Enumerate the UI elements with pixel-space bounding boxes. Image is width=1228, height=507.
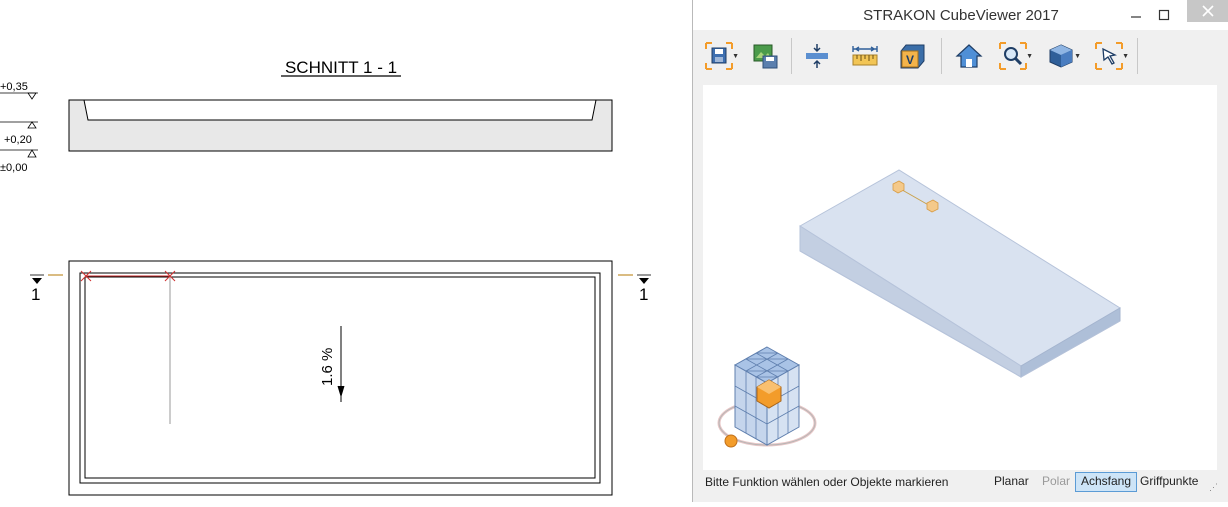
- 3d-view-svg: [717, 169, 1121, 448]
- zoom-icon: [999, 42, 1027, 70]
- mode-planar[interactable]: Planar: [994, 474, 1029, 488]
- cad-drawing-svg: SCHNITT 1 - 1 +0,35 +0,20 ±0,00: [0, 58, 651, 496]
- mode-griffpunkte[interactable]: Griffpunkte: [1140, 474, 1199, 488]
- mode-polar[interactable]: Polar: [1042, 474, 1071, 488]
- cube-v-button[interactable]: V: [895, 40, 931, 72]
- plan-view: 1.6 %: [68, 260, 613, 496]
- section-marker-icon: [639, 278, 649, 284]
- level-markers: +0,35 +0,20 ±0,00: [0, 81, 38, 174]
- minimize-icon: [1131, 16, 1141, 18]
- slope-label: 1.6 %: [319, 348, 336, 386]
- save-icon: [705, 42, 733, 70]
- home-button[interactable]: [951, 40, 987, 72]
- cube-v-icon: V: [900, 44, 925, 69]
- slope-arrow-icon: [337, 385, 345, 398]
- slab-3d-model[interactable]: [799, 169, 1121, 378]
- section-marker-right: 1: [618, 274, 651, 304]
- measure-icon: [852, 46, 878, 66]
- cross-marker-icon: [164, 270, 176, 282]
- grip-point-icon[interactable]: [892, 180, 905, 194]
- section-marker-icon: [32, 278, 42, 284]
- split-view-icon: [806, 44, 828, 68]
- level-label: +0,20: [4, 134, 32, 146]
- zoom-button[interactable]: ▼: [995, 40, 1033, 72]
- close-icon: [1202, 5, 1214, 17]
- maximize-icon: [1158, 9, 1170, 21]
- orbit-handle-icon[interactable]: [724, 434, 738, 448]
- level-triangle-icon: [27, 121, 37, 129]
- cad-drawing-area[interactable]: SCHNITT 1 - 1 +0,35 +0,20 ±0,00: [0, 0, 690, 502]
- window-title: STRAKON CubeViewer 2017: [863, 7, 1059, 24]
- select-arrow-button[interactable]: ▼: [1091, 40, 1129, 72]
- right-edge-panel: [1219, 30, 1228, 470]
- level-triangle-icon: [27, 149, 37, 158]
- level-label: +0,35: [0, 81, 28, 93]
- svg-text:1: 1: [639, 285, 648, 304]
- title-bar: STRAKON CubeViewer 2017: [693, 0, 1228, 30]
- toolbar: ▼: [701, 34, 1213, 78]
- measure-button[interactable]: [847, 40, 883, 72]
- level-triangle-icon: [27, 92, 37, 100]
- save-button[interactable]: ▼: [701, 40, 739, 72]
- section-marker-left: 1: [30, 274, 63, 304]
- 3d-viewport[interactable]: [703, 85, 1217, 470]
- split-view-button[interactable]: [799, 40, 835, 72]
- toolbar-separator: [1137, 38, 1138, 74]
- resize-grip-icon[interactable]: ⋰: [1209, 482, 1218, 492]
- svg-text:V: V: [906, 53, 914, 67]
- toolbar-separator: [791, 38, 792, 74]
- section-view: [68, 99, 613, 152]
- select-arrow-icon: [1095, 42, 1123, 70]
- view-cube-icon: [1049, 44, 1073, 68]
- grip-point-icon[interactable]: [926, 199, 939, 213]
- status-message: Bitte Funktion wählen oder Objekte marki…: [705, 475, 949, 489]
- level-label: ±0,00: [0, 162, 27, 174]
- svg-text:1: 1: [31, 285, 40, 304]
- export-image-button[interactable]: [747, 40, 783, 72]
- toolbar-separator: [941, 38, 942, 74]
- export-image-icon: [753, 44, 778, 69]
- view-cube-button[interactable]: ▼: [1043, 40, 1081, 72]
- mode-achsfang[interactable]: Achsfang: [1075, 472, 1138, 492]
- minimize-button[interactable]: [1123, 4, 1149, 26]
- cross-marker-icon: [80, 270, 92, 282]
- maximize-button[interactable]: [1151, 4, 1177, 26]
- close-button[interactable]: [1187, 0, 1228, 22]
- home-icon: [955, 44, 983, 68]
- section-title: SCHNITT 1 - 1: [285, 58, 397, 77]
- cubeviewer-window: STRAKON CubeViewer 2017 ▼: [692, 0, 1228, 502]
- status-bar: Bitte Funktion wählen oder Objekte marki…: [703, 470, 1218, 494]
- navigation-cube[interactable]: [717, 346, 817, 448]
